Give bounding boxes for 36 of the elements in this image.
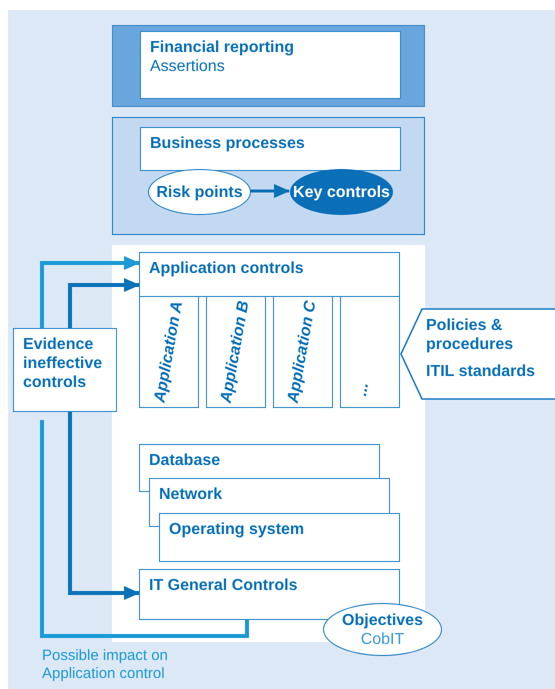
- node-label: Database: [149, 451, 222, 470]
- node-label: IT General Controls: [149, 576, 298, 595]
- node-label: Assertions: [150, 57, 226, 76]
- node-label: Financial reporting: [150, 38, 296, 57]
- arrow: [40, 256, 140, 328]
- edge-label: Possible impact on Application control: [42, 647, 169, 683]
- process-box: [140, 127, 401, 171]
- application-box: [340, 296, 400, 408]
- process-box: [13, 328, 117, 412]
- node-label: Risk points: [156, 182, 243, 202]
- arrow: [68, 278, 140, 328]
- node-label: Application controls: [149, 259, 305, 278]
- application-box: [206, 296, 266, 408]
- process-band: [112, 25, 425, 107]
- node-label: Application A: [151, 300, 187, 404]
- node-label: Application C: [285, 300, 321, 404]
- node-label: Business processes: [150, 134, 306, 153]
- process-box: [140, 31, 401, 99]
- node-label: ...: [353, 381, 374, 398]
- node-label: Application B: [218, 300, 254, 404]
- node-label: Key controls: [293, 182, 390, 202]
- node-label: Evidence ineffective controls: [23, 335, 104, 392]
- application-box: [139, 296, 199, 408]
- node-label: Operating system: [169, 520, 306, 539]
- process-box: [139, 252, 400, 297]
- node-label: Network: [159, 485, 224, 504]
- arrow: [250, 184, 290, 198]
- callout-pentagon: [400, 308, 555, 400]
- arrow: [68, 412, 140, 600]
- node-label: CobIT: [360, 630, 404, 648]
- application-box: [273, 296, 333, 408]
- node-label: Objectives: [342, 610, 423, 630]
- layer-box: [159, 513, 400, 562]
- process-band: [112, 117, 425, 235]
- node-label: ITIL standards: [426, 362, 536, 381]
- node-label: Policies & procedures: [426, 316, 514, 354]
